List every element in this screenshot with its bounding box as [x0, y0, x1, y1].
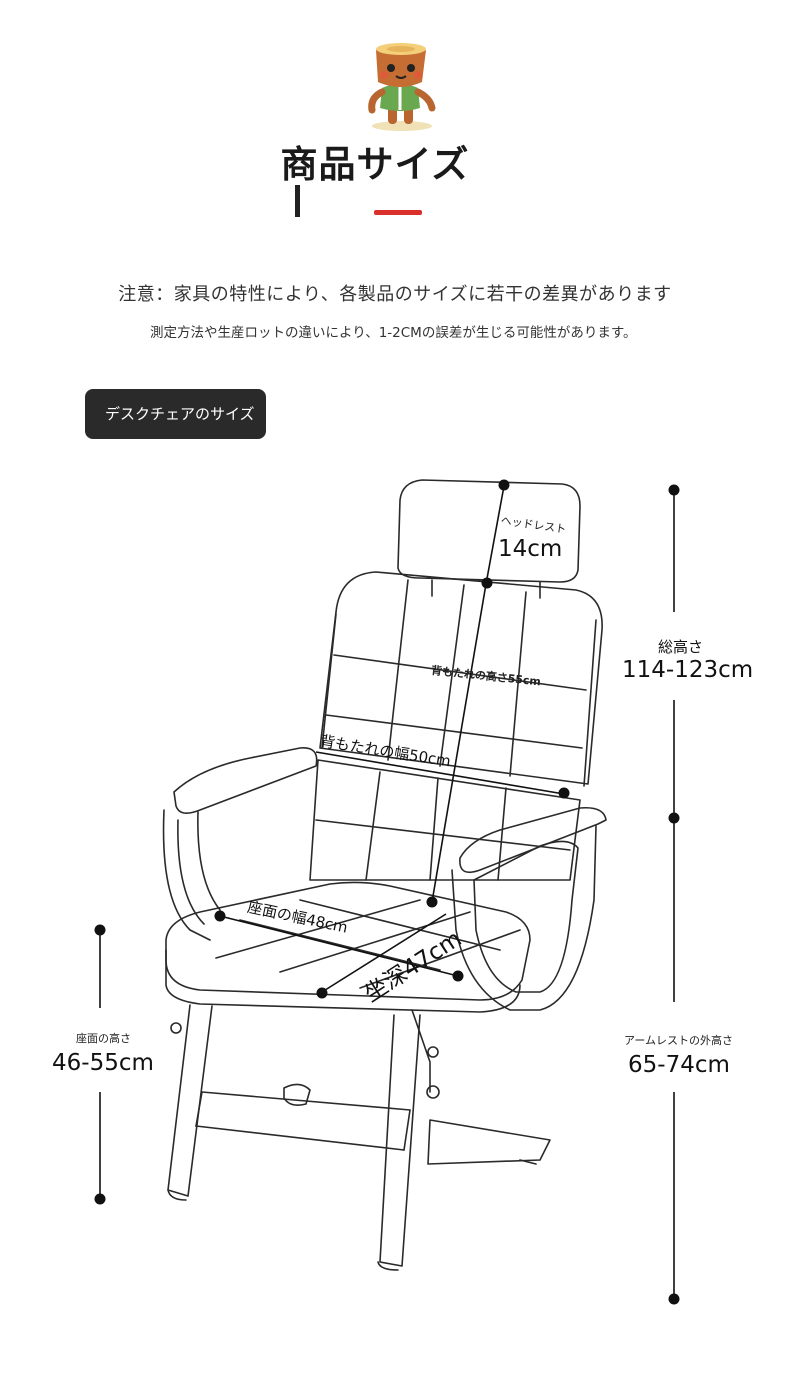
total-height-label: 総高さ: [658, 638, 704, 656]
seat-height-label: 座面の高さ: [76, 1032, 131, 1045]
armrest-height-value: 65-74cm: [628, 1052, 730, 1078]
title-accent-line: [374, 210, 422, 215]
section-tag-chair-size: デスクチェアのサイズ: [85, 389, 266, 439]
notice-line-1: 注意：家具の特性により、各製品のサイズに若干の差異があります: [118, 284, 672, 305]
seat-height-value: 46-55cm: [52, 1050, 154, 1076]
title-left-bar: [295, 185, 300, 217]
page-title: 商品サイズ: [280, 143, 470, 186]
headrest-value: 14cm: [498, 536, 563, 562]
total-height-value: 114-123cm: [622, 657, 754, 683]
notice-line-2: 測定方法や生産ロットの違いにより、1-2CMの誤差が生じる可能性があります。: [150, 325, 637, 341]
armrest-height-label: アームレストの外高さ: [624, 1034, 734, 1047]
mascot-icon: [368, 43, 436, 131]
